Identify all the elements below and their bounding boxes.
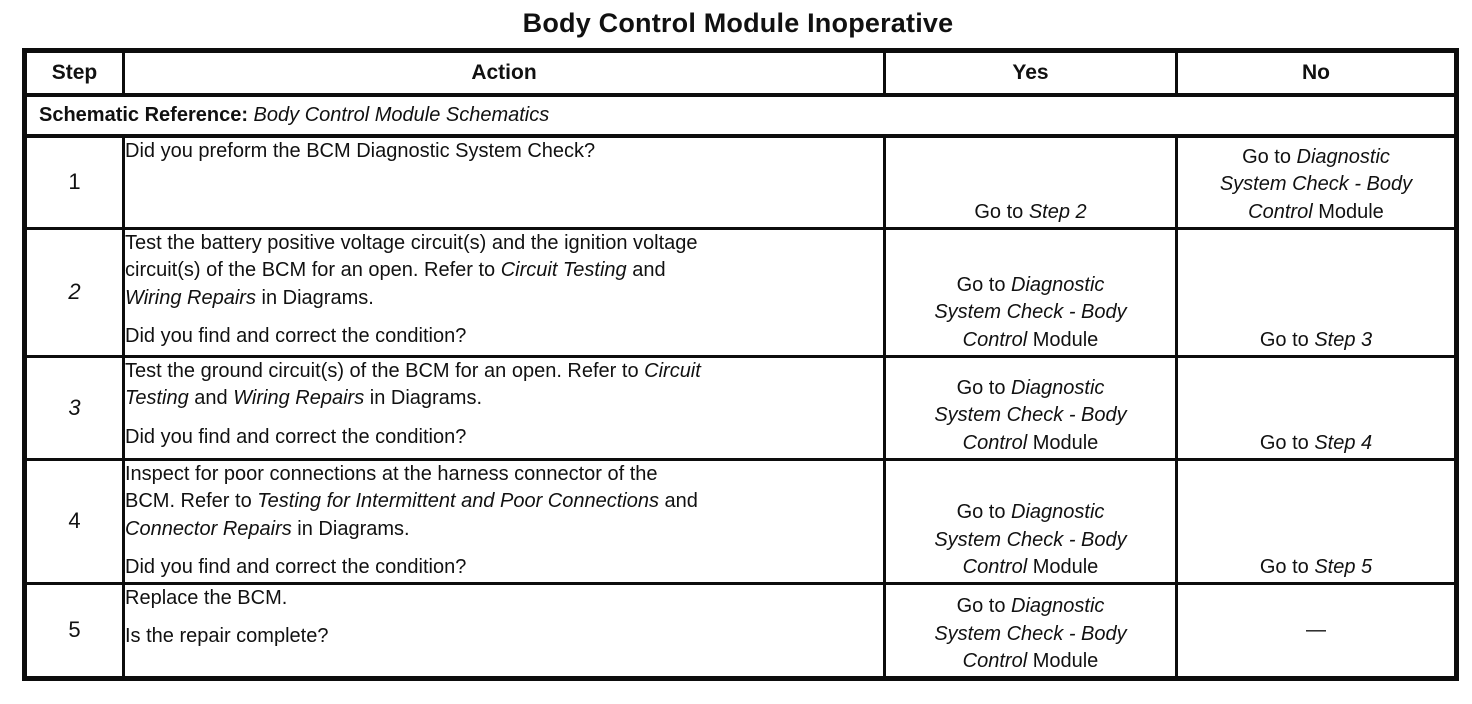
table-row: 4 Inspect for poor connections at the ha… (23, 457, 1458, 585)
action-cell: Test the ground circuit(s) of the BCM fo… (122, 354, 886, 461)
yes-cell: Go to Diagnostic System Check - Body Con… (883, 581, 1178, 680)
yes-cell: Go to Step 2 (883, 134, 1178, 230)
schematic-reference-row: Schematic Reference: Body Control Module… (23, 93, 1458, 138)
step-cell: 4 (23, 457, 125, 585)
yes-cell: Go to Diagnostic System Check - Body Con… (883, 354, 1178, 461)
step-cell: 5 (23, 581, 125, 680)
page-title: Body Control Module Inoperative (522, 8, 954, 38)
yes-cell: Go to Diagnostic System Check - Body Con… (883, 226, 1178, 358)
action-cell: Did you preform the BCM Diagnostic Syste… (122, 134, 886, 230)
step-cell: 3 (23, 354, 125, 461)
header-action: Action (122, 49, 886, 97)
no-cell: Go to Diagnostic System Check - Body Con… (1175, 134, 1458, 230)
table-row: 3 Test the ground circuit(s) of the BCM … (23, 354, 1458, 461)
action-cell: Inspect for poor connections at the harn… (122, 457, 886, 585)
no-cell: Go to Step 3 (1175, 226, 1458, 358)
action-cell: Replace the BCM.Is the repair complete? (122, 581, 886, 680)
yes-cell: Go to Diagnostic System Check - Body Con… (883, 457, 1178, 585)
table-row: 2 Test the battery positive voltage circ… (23, 226, 1458, 358)
step-cell: 1 (23, 134, 125, 230)
diagnostic-table: Step Action Yes No Schematic Reference: … (22, 48, 1459, 681)
schematic-reference: Schematic Reference: Body Control Module… (23, 93, 1458, 138)
table-header-row: Step Action Yes No (23, 49, 1458, 97)
no-cell: Go to Step 5 (1175, 457, 1458, 585)
no-cell: — (1175, 581, 1458, 680)
table-row: 1 Did you preform the BCM Diagnostic Sys… (23, 134, 1458, 230)
header-no: No (1175, 49, 1458, 97)
no-cell: Go to Step 4 (1175, 354, 1458, 461)
header-step: Step (23, 49, 125, 97)
step-cell: 2 (23, 226, 125, 358)
action-cell: Test the battery positive voltage circui… (122, 226, 886, 358)
table-row: 5 Replace the BCM.Is the repair complete… (23, 581, 1458, 680)
header-yes: Yes (883, 49, 1178, 97)
